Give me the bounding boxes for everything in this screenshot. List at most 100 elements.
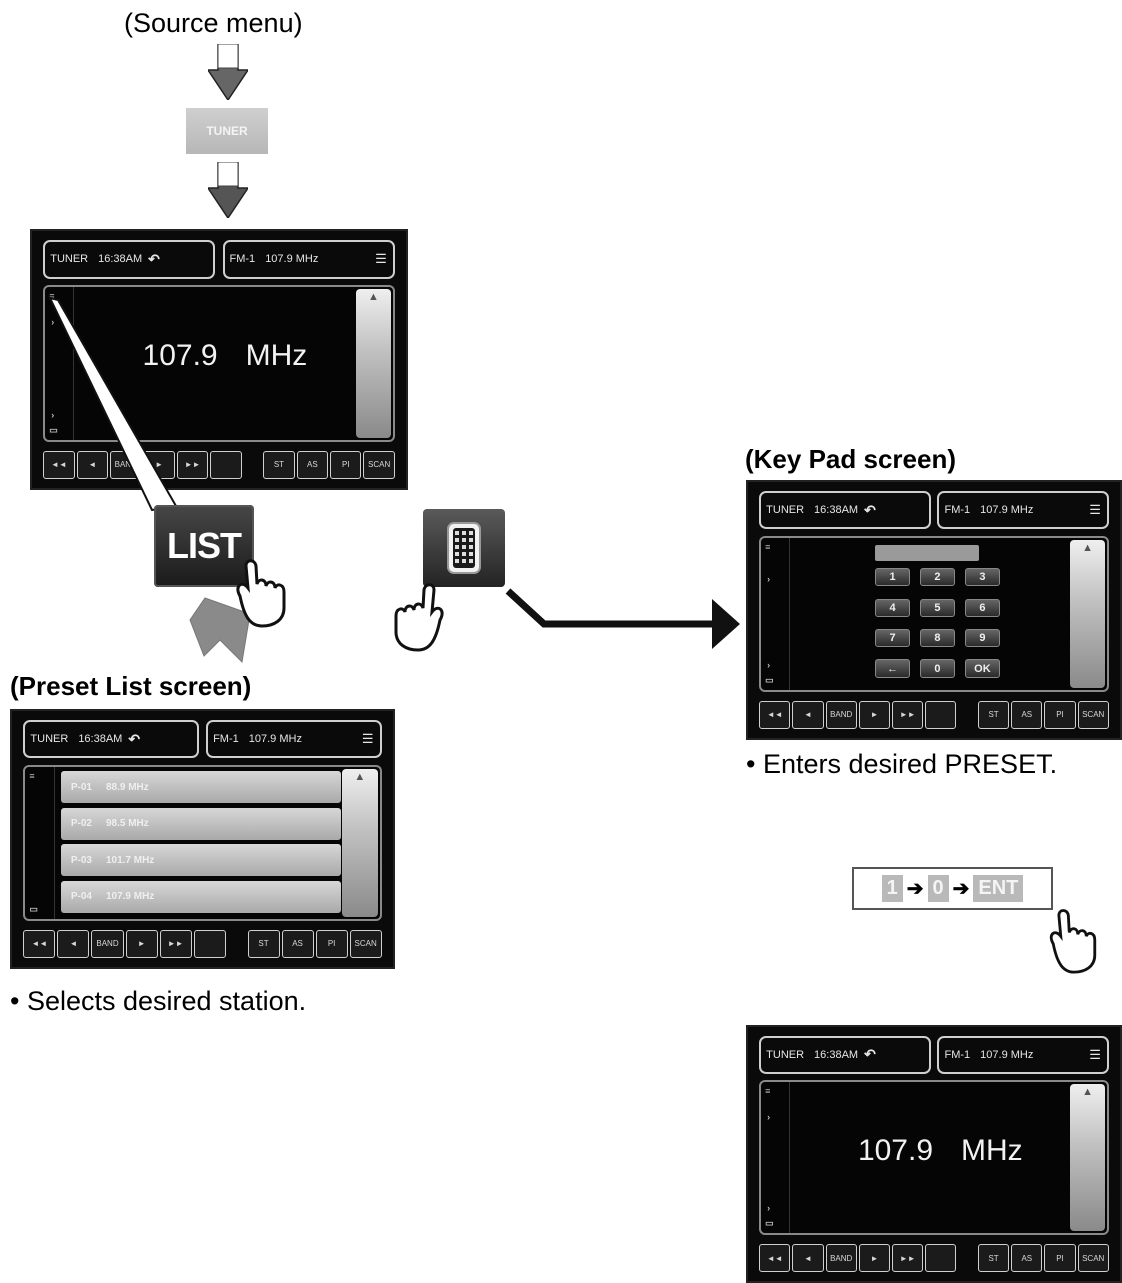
control-bar: ◄◄ ◄ BAND ► ►► ST AS PI SCAN — [23, 929, 382, 959]
settings-icon[interactable]: ☰ — [1089, 502, 1101, 518]
band-pill: FM-1 107.9 MHz ☰ — [206, 719, 382, 759]
stereo-button[interactable]: ST — [263, 450, 295, 480]
key-1[interactable]: 1 — [875, 568, 910, 587]
source-pill[interactable]: TUNER 16:38AM ↶ — [43, 239, 216, 279]
seek-back-button[interactable]: ◄◄ — [43, 450, 75, 480]
step-forward-button[interactable]: ► — [858, 1244, 891, 1273]
scroll-up-icon[interactable]: ▲ — [1082, 1086, 1093, 1099]
source-pill[interactable]: TUNER 16:38AM ↶ — [759, 1035, 931, 1074]
seek-back-button[interactable]: ◄◄ — [759, 700, 791, 730]
back-icon[interactable]: ↶ — [128, 730, 141, 747]
stereo-button[interactable]: ST — [977, 700, 1010, 730]
step-back-button[interactable]: ◄ — [57, 929, 90, 959]
step-back-button[interactable]: ◄ — [792, 700, 824, 730]
key-pad-screen: TUNER 16:38AM ↶ FM-1 107.9 MHz ☰ ≡ › › ▭… — [746, 480, 1122, 740]
band-pill: FM-1 107.9 MHz ☰ — [222, 239, 395, 279]
auto-store-button[interactable]: AS — [1011, 1244, 1043, 1273]
key-backspace[interactable]: ← — [875, 659, 910, 678]
preset-entry-display — [875, 545, 979, 561]
scan-button[interactable]: SCAN — [1077, 700, 1109, 730]
back-icon[interactable]: ↶ — [148, 250, 160, 267]
pi-button[interactable]: PI — [330, 450, 362, 480]
band-button[interactable]: BAND — [91, 929, 124, 959]
hand-pointer-icon — [1049, 909, 1097, 974]
list-icon[interactable]: ≡ — [765, 1086, 771, 1097]
key-6[interactable]: 6 — [965, 598, 1000, 617]
blank-button[interactable] — [210, 450, 242, 480]
settings-icon[interactable]: ☰ — [361, 731, 374, 747]
auto-store-button[interactable]: AS — [281, 929, 314, 959]
down-arrow-icon — [208, 162, 248, 218]
scroll-up-icon[interactable]: ▲ — [1082, 541, 1093, 554]
stereo-button[interactable]: ST — [977, 1244, 1010, 1273]
station-label: 107.9 MHz — [248, 733, 302, 746]
blank-button[interactable] — [925, 700, 957, 730]
keypad-button[interactable] — [423, 509, 505, 587]
pi-button[interactable]: PI — [315, 929, 348, 959]
seek-back-button[interactable]: ◄◄ — [759, 1244, 791, 1273]
seek-back-button[interactable]: ◄◄ — [23, 929, 56, 959]
source-pill[interactable]: TUNER 16:38AM ↶ — [23, 719, 199, 759]
band-label: FM-1 — [944, 1048, 971, 1061]
seek-forward-button[interactable]: ►► — [892, 700, 924, 730]
control-bar: ◄◄ ◄ BAND ► ►► ST AS PI SCAN — [759, 700, 1109, 730]
stereo-button[interactable]: ST — [247, 929, 280, 959]
key-5[interactable]: 5 — [920, 598, 955, 617]
source-label: TUNER — [30, 733, 69, 746]
scrollbar[interactable]: ▲ — [342, 768, 378, 917]
source-pill[interactable]: TUNER 16:38AM ↶ — [759, 490, 931, 530]
list-icon[interactable]: ≡ — [49, 290, 55, 301]
scan-button[interactable]: SCAN — [1077, 1244, 1109, 1273]
step-forward-button[interactable]: ► — [125, 929, 158, 959]
band-button[interactable]: BAND — [825, 1244, 857, 1273]
key-4[interactable]: 4 — [875, 598, 910, 617]
pi-button[interactable]: PI — [1044, 1244, 1076, 1273]
settings-icon[interactable]: ☰ — [1089, 1046, 1101, 1062]
pi-button[interactable]: PI — [1044, 700, 1076, 730]
scan-button[interactable]: SCAN — [363, 450, 395, 480]
list-button[interactable]: LIST — [154, 505, 254, 587]
auto-store-button[interactable]: AS — [296, 450, 329, 480]
seek-forward-button[interactable]: ►► — [892, 1244, 924, 1273]
control-bar: ◄◄ ◄ BAND ► ►► ST AS PI SCAN — [759, 1244, 1109, 1273]
scroll-up-icon[interactable]: ▲ — [367, 290, 379, 303]
key-8[interactable]: 8 — [920, 629, 955, 648]
enters-preset-note: • Enters desired PRESET. — [746, 749, 1058, 779]
hand-pointer-icon — [236, 559, 286, 628]
blank-button[interactable] — [193, 929, 226, 959]
step-forward-button[interactable]: ► — [143, 450, 175, 480]
seek-forward-button[interactable]: ►► — [176, 450, 209, 480]
seek-forward-button[interactable]: ►► — [159, 929, 192, 959]
list-icon[interactable]: ≡ — [765, 541, 771, 552]
preset-number: P-04 — [70, 891, 92, 903]
auto-store-button[interactable]: AS — [1011, 700, 1043, 730]
band-button[interactable]: BAND — [110, 450, 142, 480]
step-back-button[interactable]: ◄ — [792, 1244, 824, 1273]
key-2[interactable]: 2 — [920, 568, 955, 587]
back-icon[interactable]: ↶ — [864, 501, 876, 518]
key-7[interactable]: 7 — [875, 629, 910, 648]
step-back-button[interactable]: ◄ — [76, 450, 109, 480]
back-icon[interactable]: ↶ — [864, 1046, 876, 1063]
key-3[interactable]: 3 — [965, 568, 1000, 587]
blank-button[interactable] — [925, 1244, 957, 1273]
key-ok[interactable]: OK — [965, 659, 1000, 678]
settings-icon[interactable]: ☰ — [375, 251, 387, 267]
scroll-up-icon[interactable]: ▲ — [354, 770, 366, 783]
scrollbar[interactable]: ▲ — [1070, 539, 1105, 688]
status-bar: TUNER 16:38AM ↶ FM-1 107.9 MHz ☰ — [759, 1035, 1109, 1074]
scrollbar[interactable]: ▲ — [356, 288, 391, 438]
key-9[interactable]: 9 — [965, 629, 1000, 648]
tuner-source-button[interactable]: TUNER — [186, 108, 268, 154]
list-icon[interactable]: ≡ — [29, 770, 35, 781]
band-button[interactable]: BAND — [825, 700, 857, 730]
step-forward-button[interactable]: ► — [858, 700, 891, 730]
scan-button[interactable]: SCAN — [349, 929, 382, 959]
key-0[interactable]: 0 — [920, 659, 955, 678]
scrollbar[interactable]: ▲ — [1070, 1084, 1105, 1232]
